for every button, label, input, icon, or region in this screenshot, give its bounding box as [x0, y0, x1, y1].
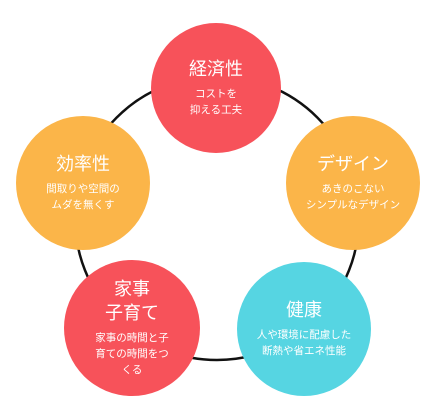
- node-parenting-title: 家事 子育て: [105, 279, 159, 324]
- node-efficiency: 効率性 間取りや空間の ムダを無くす: [16, 116, 150, 250]
- node-health: 健康 人や環境に配慮した 断熱や省エネ性能: [237, 262, 371, 396]
- node-efficiency-desc: 間取りや空間の ムダを無くす: [46, 183, 120, 211]
- node-health-title: 健康: [286, 300, 322, 321]
- node-economy-title: 経済性: [189, 59, 243, 80]
- node-design-title: デザイン: [317, 154, 389, 175]
- node-parenting: 家事 子育て 家事の時間と子 育ての時間をつ くる: [64, 260, 200, 396]
- node-design: デザイン あきのこない シンプルなデザイン: [286, 116, 420, 250]
- node-efficiency-title: 効率性: [56, 154, 110, 175]
- node-health-desc: 人や環境に配慮した 断熱や省エネ性能: [256, 329, 352, 357]
- node-economy-desc: コストを 抑える工夫: [189, 88, 243, 116]
- node-design-desc: あきのこない シンプルなデザイン: [305, 183, 401, 211]
- node-economy: 経済性 コストを 抑える工夫: [151, 23, 281, 153]
- node-parenting-desc: 家事の時間と子 育ての時間をつ くる: [95, 332, 169, 376]
